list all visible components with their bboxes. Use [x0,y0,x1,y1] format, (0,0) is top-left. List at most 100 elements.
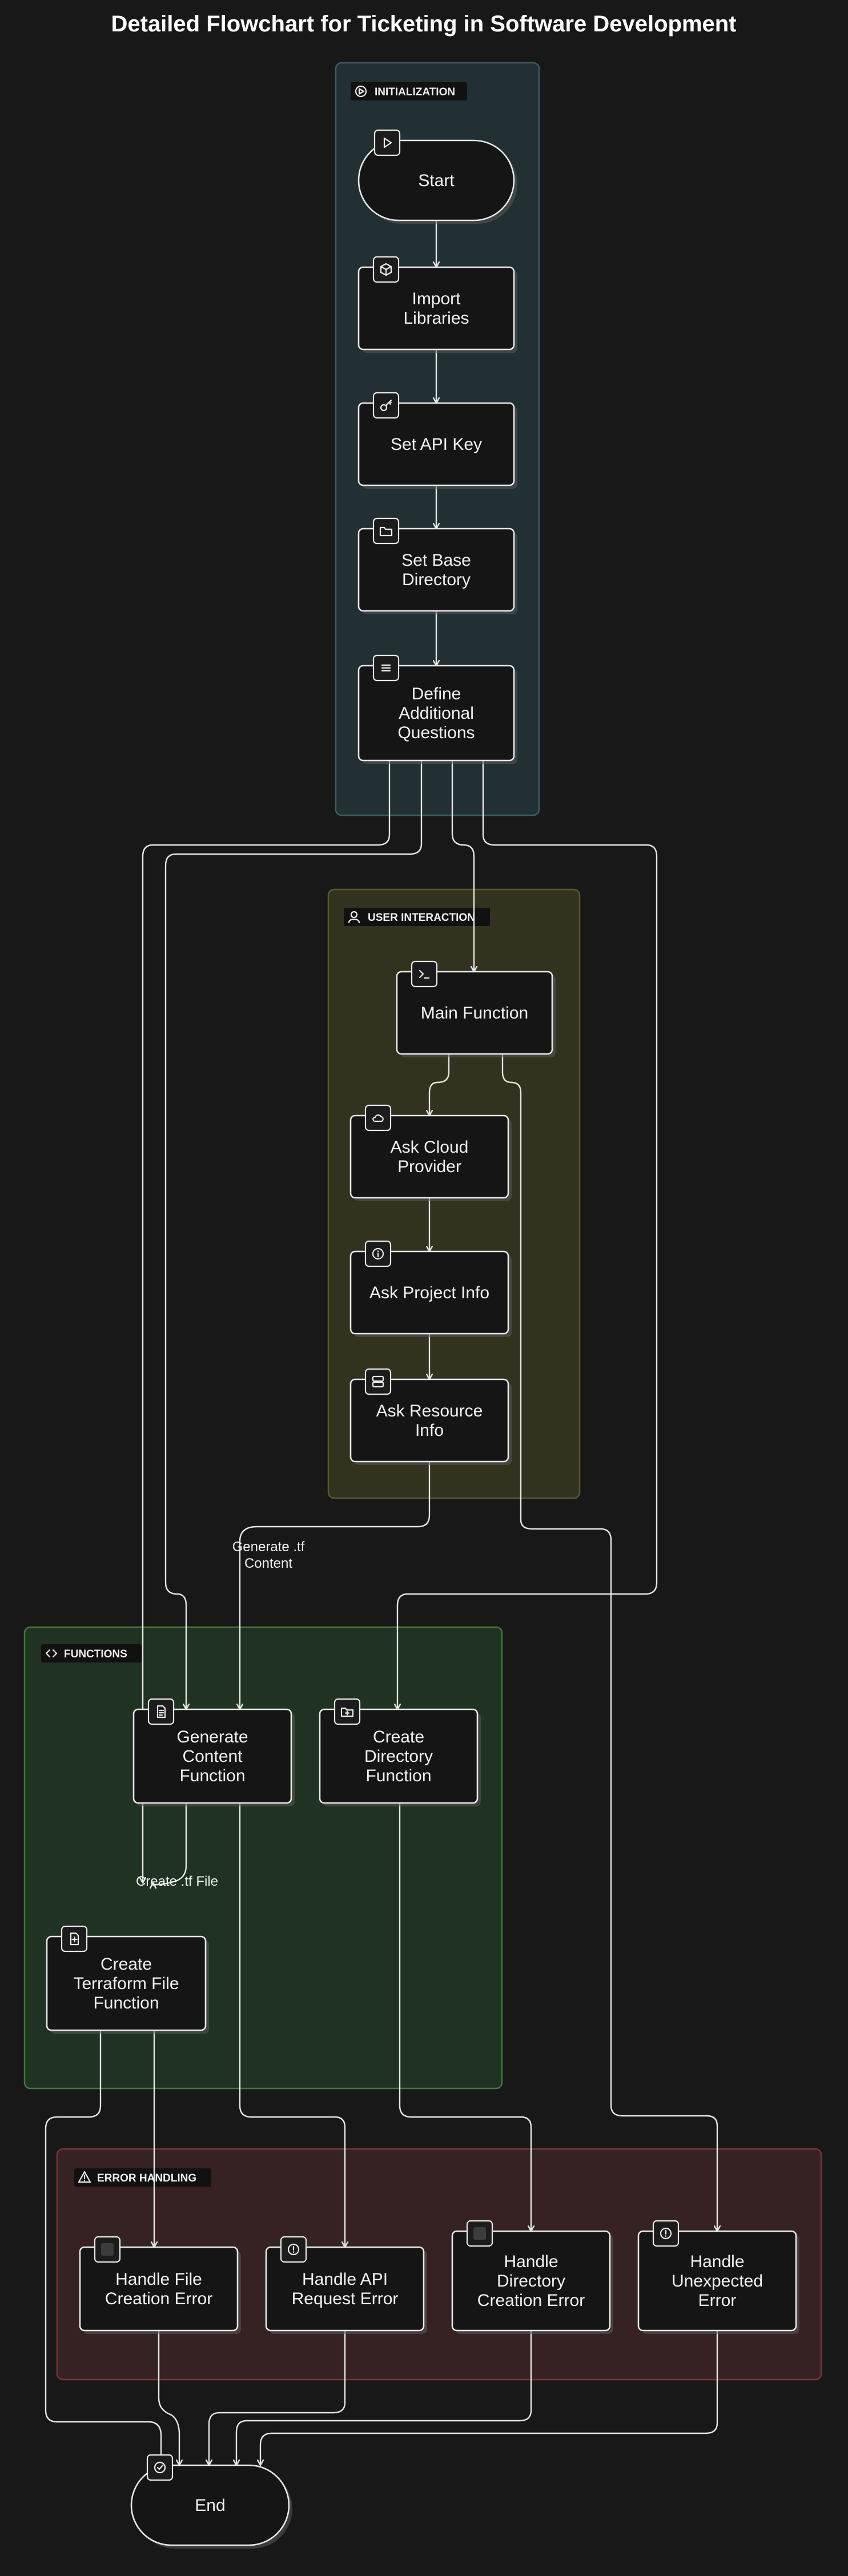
node-box [357,665,515,762]
subgraph-error-handling-label: ERROR HANDLING [97,2172,196,2184]
node-box [637,2230,797,2332]
node-main: Main Function [396,960,556,1057]
edge-label-generate-tf-line2: Content [244,1556,292,1571]
node-label: Provider [397,1157,461,1176]
folder-icon [372,517,400,545]
cloud-icon [364,1104,392,1132]
edge-errdir-end [236,2329,532,2466]
node-label: Define [412,685,461,703]
node-label: Error [698,2291,737,2310]
node-box [349,1378,509,1463]
node-label: Function [179,1766,245,1785]
node-label: Ask Cloud [391,1138,469,1157]
node-label: Request Error [292,2289,399,2308]
check-circle-icon [146,2454,174,2481]
diagram-title: Detailed Flowchart for Ticketing in Soft… [111,11,736,37]
node-label: Directory [497,2272,565,2291]
info-icon [364,1240,392,1267]
node-label: Handle [504,2252,558,2271]
node-box [357,139,515,222]
file-text-icon [147,1698,175,1725]
node-label: Function [93,1994,159,2012]
node-label: Libraries [403,309,469,328]
play-icon [373,129,401,156]
node-end: End [130,2454,292,2549]
node-box [451,2230,611,2332]
node-box [349,1250,509,1335]
node-label: Content [182,1747,243,1766]
terminal-icon [411,960,438,988]
file-plus-icon [61,1925,88,1953]
node-box [357,528,515,612]
node-box [349,1114,509,1199]
node-label: Create [373,1728,424,1746]
node-box [357,402,515,486]
square-icon [94,2236,121,2263]
node-label: Questions [397,723,475,742]
edge-createdir-errdir [399,1802,531,2232]
edges [45,219,718,2466]
node-label: Import [412,289,461,308]
edge-questions-createtf [143,759,391,1884]
node-start: Start [357,129,517,224]
edge-errapi-end [209,2329,346,2466]
edge-questions-createdir [397,759,658,1710]
node-label: Ask Project Info [369,1283,489,1302]
node-label: Terraform File [73,1974,179,1993]
subgraph-user-interaction-label: USER INTERACTION [368,912,475,924]
edge-main-cloud [429,1053,450,1117]
node-box [130,2464,290,2546]
node-label: Additional [399,704,474,723]
node-box [319,1708,479,1804]
node-label: Create [101,1955,152,1974]
edge-errunexp-end [260,2329,718,2466]
play-icon [355,85,367,98]
package-icon [372,256,400,283]
node-box [46,1935,207,2031]
edge-label-generate-tf-content: Generate .tf Content [232,1539,305,1571]
node-box [265,2246,425,2332]
alert-circle-icon [280,2236,307,2263]
node-apikey: Set API Key [357,392,517,489]
node-label: Ask Resource [376,1402,483,1420]
subgraph-error-handling-box [56,2148,822,2381]
alert-circle-icon [652,2220,680,2247]
node-label: Set API Key [391,435,482,454]
node-label: Generate [176,1728,248,1746]
subgraph-initialization-label: INITIALIZATION [375,86,455,98]
node-label: Unexpected [672,2272,763,2291]
node-project: Ask Project Info [349,1240,512,1337]
node-label: Handle File [115,2270,202,2289]
square-icon [466,2220,493,2247]
node-label: Creation Error [105,2289,212,2308]
subgraph-functions-label: FUNCTIONS [64,1648,127,1660]
node-label: Directory [364,1747,433,1766]
edge-label-create-tf-file: Create .tf File [136,1874,218,1889]
warning-icon [78,2171,91,2183]
node-label: Creation Error [477,2291,585,2310]
edge-questions-main [451,759,474,973]
edge-label-generate-tf-line1: Generate .tf [232,1539,305,1555]
node-label: End [195,2496,225,2515]
node-label: Info [415,1421,444,1440]
edge-questions-gencontent [164,759,423,1710]
code-icon [45,1649,58,1658]
folder-plus-icon [333,1698,361,1725]
key-icon [372,392,400,419]
node-label: Directory [402,570,471,589]
list-icon [372,654,400,682]
node-label: Main Function [421,1004,528,1023]
subgraph-user-interaction-tag [344,908,490,926]
subgraph-error-handling-tag [74,2168,211,2187]
user-icon [348,911,360,924]
node-box [79,2246,239,2332]
subgraph-initialization-tag [351,82,467,100]
